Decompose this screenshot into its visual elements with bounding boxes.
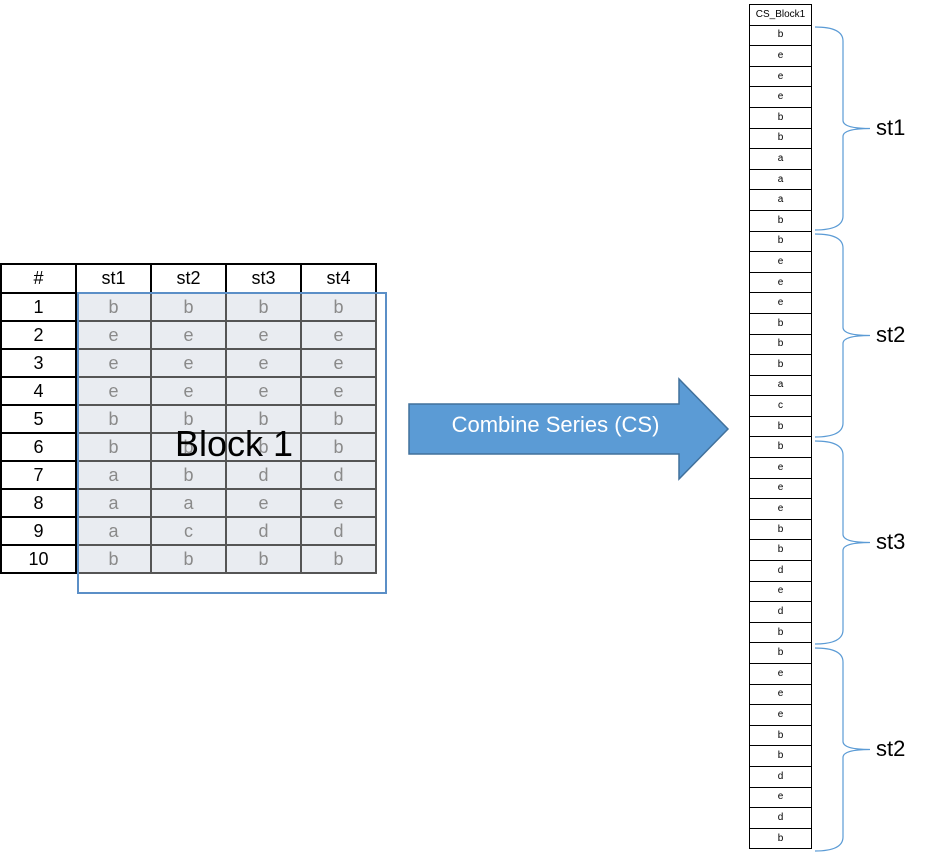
block-label: Block 1	[175, 423, 294, 464]
group-label: st1	[876, 114, 906, 140]
table-cell: b	[225, 292, 302, 322]
group-label: st3	[876, 528, 906, 554]
table-cell: b	[225, 432, 302, 462]
row-number: 2	[0, 320, 77, 350]
table-cell: a	[75, 488, 152, 518]
row-number: 5	[0, 404, 77, 434]
table-cell: b	[150, 292, 227, 322]
arrow-label: Combine Series (CS)	[451, 412, 660, 437]
table-cell: b	[150, 432, 227, 462]
table-cell: c	[150, 516, 227, 546]
brace-2	[814, 440, 871, 645]
row-number: 9	[0, 516, 77, 546]
table-cell: b	[75, 432, 152, 462]
table-cell: e	[300, 348, 377, 378]
table-cell: b	[150, 460, 227, 490]
row-number: 6	[0, 432, 77, 462]
row-number: 3	[0, 348, 77, 378]
brace-1	[814, 233, 871, 438]
table-cell: b	[150, 544, 227, 574]
row-number: 1	[0, 292, 77, 322]
table-cell: e	[225, 376, 302, 406]
table-cell: b	[300, 432, 377, 462]
table-cell: e	[150, 376, 227, 406]
header-row-number: #	[0, 263, 77, 294]
table-cell: b	[75, 292, 152, 322]
table-cell: e	[300, 320, 377, 350]
table-cell: b	[225, 404, 302, 434]
table-cell: b	[75, 544, 152, 574]
row-number: 4	[0, 376, 77, 406]
table-cell: a	[75, 516, 152, 546]
group-label: st2	[876, 735, 906, 761]
table-cell: e	[75, 320, 152, 350]
row-number: 10	[0, 544, 77, 574]
row-number: 7	[0, 460, 77, 490]
brace-3	[814, 647, 871, 852]
table-cell: b	[300, 404, 377, 434]
table-cell: e	[150, 348, 227, 378]
table-cell: e	[75, 348, 152, 378]
table-cell: e	[150, 320, 227, 350]
table-cell: e	[300, 376, 377, 406]
table-cell: a	[75, 460, 152, 490]
table-cell: d	[225, 516, 302, 546]
table-cell: b	[75, 404, 152, 434]
arrow-shape	[408, 377, 730, 481]
table-cell: e	[300, 488, 377, 518]
brace-0	[814, 26, 871, 231]
table-cell: b	[225, 544, 302, 574]
table-cell: a	[150, 488, 227, 518]
row-number: 8	[0, 488, 77, 518]
table-cell: b	[300, 544, 377, 574]
cs-cell: b	[749, 827, 812, 850]
table-cell: e	[225, 320, 302, 350]
table-cell: e	[225, 488, 302, 518]
table-cell: d	[225, 460, 302, 490]
group-label: st2	[876, 321, 906, 347]
table-cell: e	[225, 348, 302, 378]
table-cell: b	[300, 292, 377, 322]
table-cell: b	[150, 404, 227, 434]
cs-cell: b	[749, 333, 812, 356]
header-st4: st4	[300, 263, 377, 294]
table-cell: d	[300, 460, 377, 490]
header-st2: st2	[150, 263, 227, 294]
table-cell: d	[300, 516, 377, 546]
